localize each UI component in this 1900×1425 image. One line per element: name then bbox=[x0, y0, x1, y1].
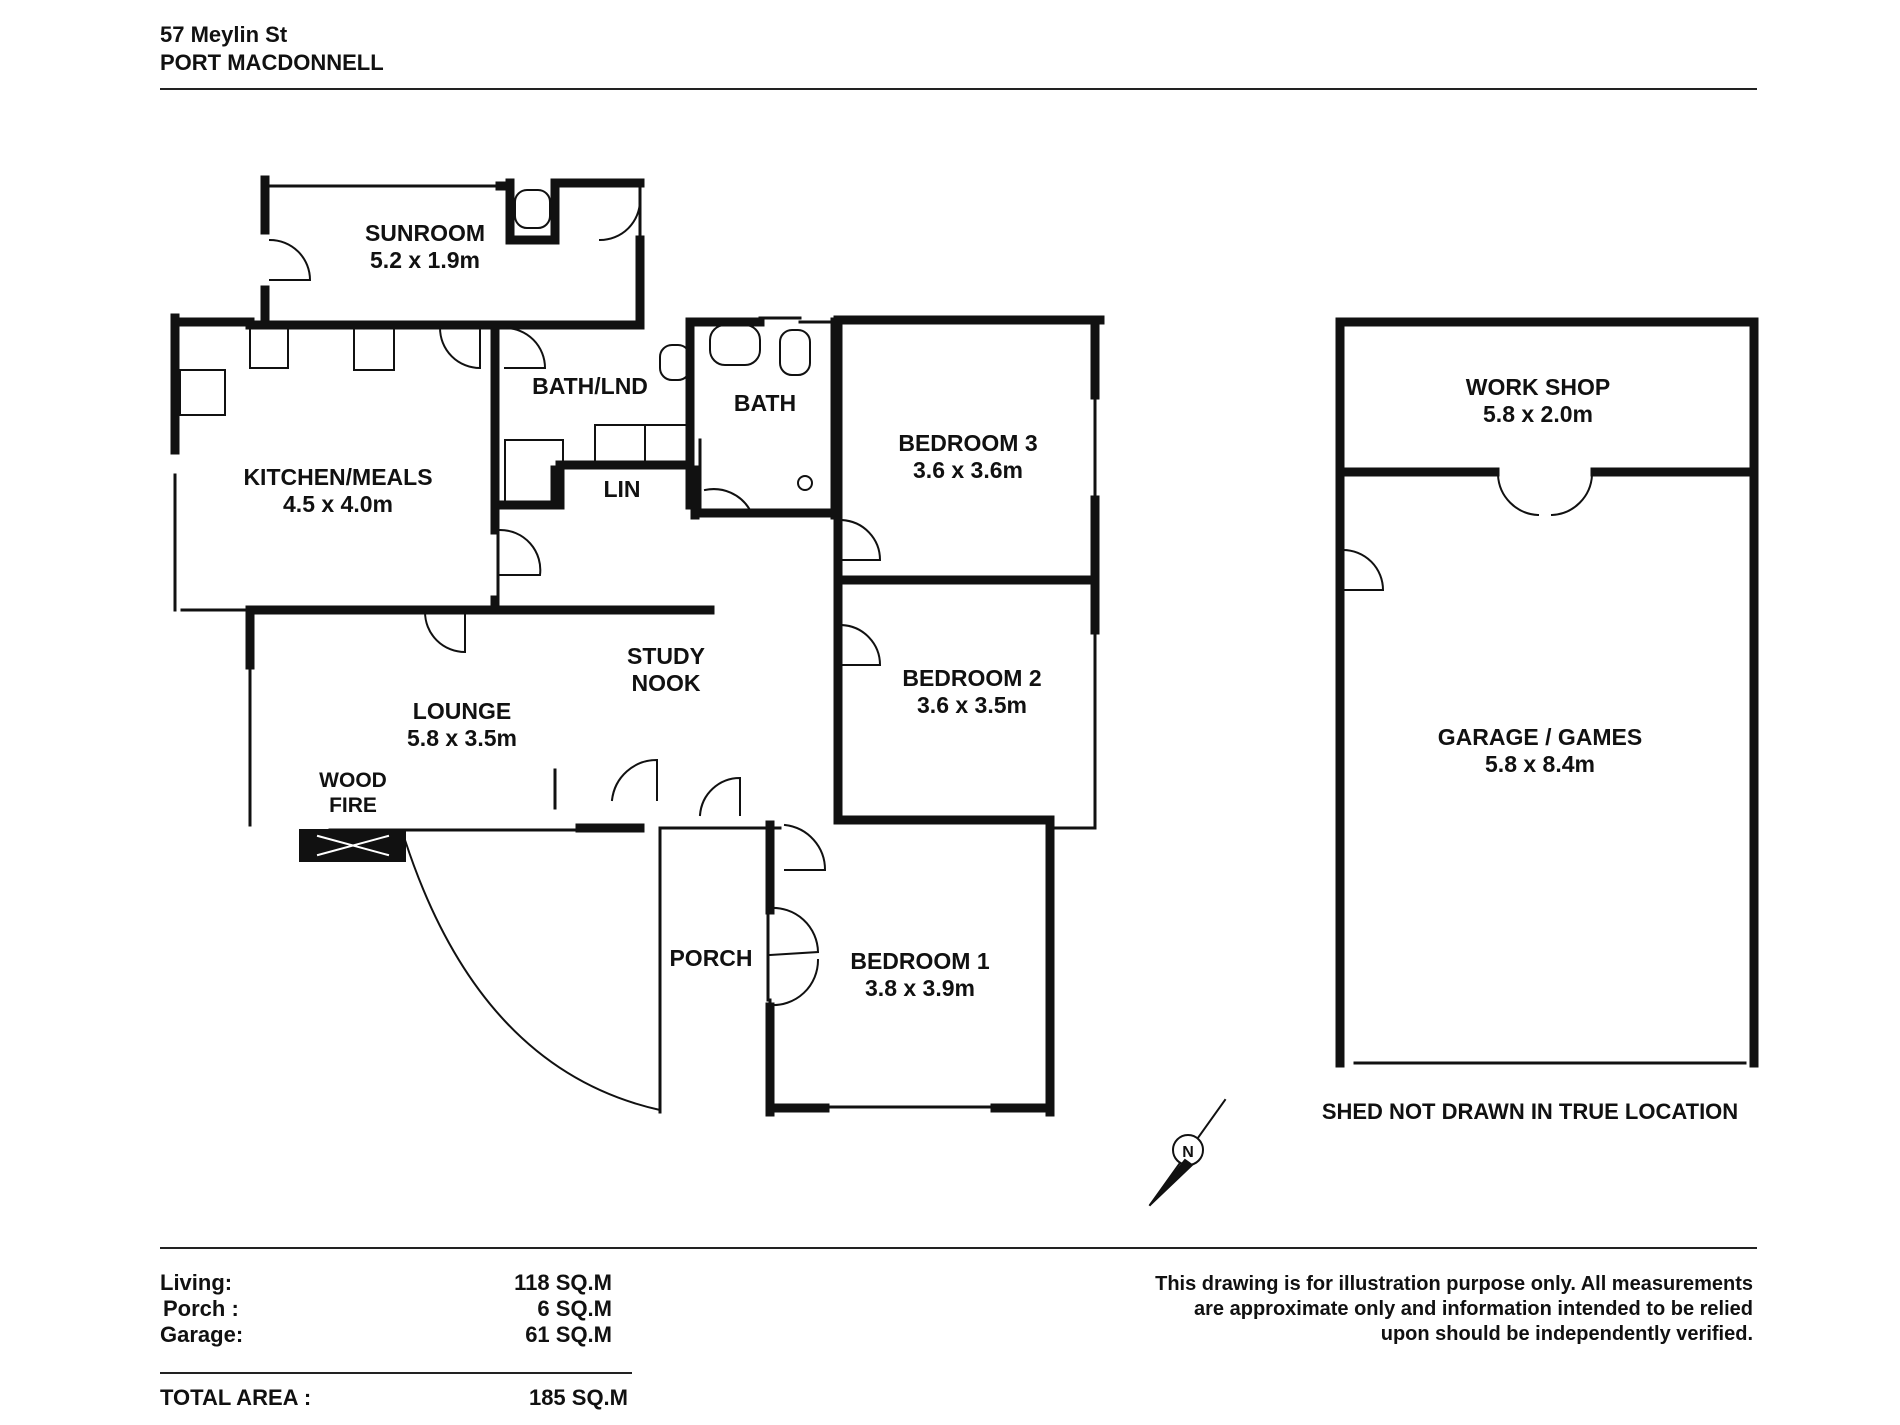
room-label-bath: BATH bbox=[733, 390, 797, 416]
area-value-living: 118 SQ.M bbox=[514, 1270, 612, 1295]
area-label-garage: Garage: bbox=[160, 1322, 244, 1347]
area-label-living: Living: bbox=[160, 1270, 233, 1295]
room-label-bath-lnd: BATH/LND bbox=[532, 373, 648, 399]
compass-label: N bbox=[1182, 1144, 1194, 1161]
fixtures bbox=[179, 189, 813, 506]
shed-note: SHED NOT DRAWN IN TRUE LOCATION bbox=[1321, 1099, 1739, 1124]
thin-walls bbox=[173, 184, 1747, 1114]
door-swings bbox=[268, 198, 1594, 1112]
area-label-porch: Porch : bbox=[163, 1296, 239, 1321]
area-value-garage: 61 SQ.M bbox=[525, 1322, 612, 1347]
total-area-value: 185 SQ.M bbox=[528, 1385, 628, 1410]
header-rule bbox=[160, 88, 1757, 90]
room-label-porch: PORCH bbox=[669, 945, 753, 971]
footer-rule bbox=[160, 1247, 1757, 1249]
room-label-lin: LIN bbox=[603, 476, 641, 502]
total-area-label: TOTAL AREA : bbox=[160, 1385, 312, 1410]
address-line-1: 57 Meylin St bbox=[160, 22, 288, 47]
area-value-porch: 6 SQ.M bbox=[537, 1296, 612, 1321]
thick-walls bbox=[170, 175, 1759, 1117]
compass-icon bbox=[1148, 1098, 1227, 1207]
disclaimer: This drawing is for illustration purpose… bbox=[1155, 1273, 1753, 1345]
total-rule bbox=[160, 1372, 632, 1374]
address-line-2: PORT MACDONNELL bbox=[160, 50, 384, 75]
